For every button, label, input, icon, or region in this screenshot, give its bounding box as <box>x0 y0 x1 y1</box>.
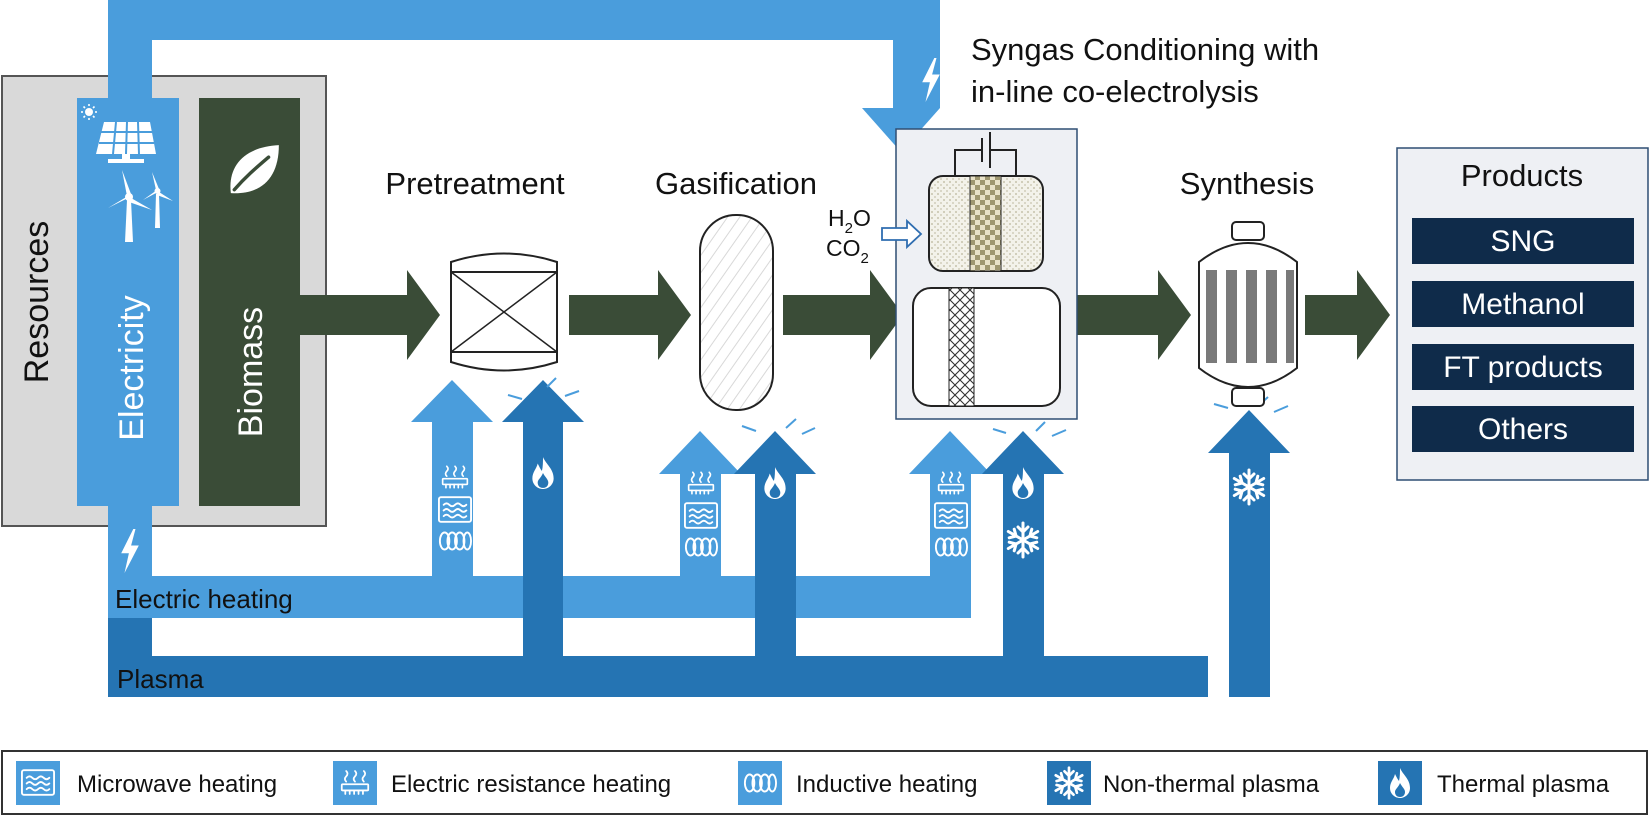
co2-label: CO2 <box>826 235 869 267</box>
conditioning-plasma-arrow <box>982 431 1064 697</box>
plasma-label: Plasma <box>117 664 204 694</box>
legend-label: Inductive heating <box>796 771 977 798</box>
legend-item-thermal: Thermal plasma <box>1378 761 1610 805</box>
pretreatment-reactor <box>450 252 558 372</box>
products-title: Products <box>1461 158 1583 193</box>
product-box <box>1412 218 1634 264</box>
synthesis-to-products-arrow <box>1305 270 1390 360</box>
product-box <box>1412 344 1634 390</box>
product-label: FT products <box>1443 351 1603 384</box>
conditioning-to-synthesis-arrow <box>1070 270 1191 360</box>
gasification-spark-icon <box>741 418 816 435</box>
product-label: Methanol <box>1461 288 1584 321</box>
legend-label: Thermal plasma <box>1437 771 1610 798</box>
biomass-label: Biomass <box>232 307 270 437</box>
legend-label: Non-thermal plasma <box>1103 771 1320 798</box>
product-box <box>1412 281 1634 327</box>
legend-box <box>1 750 1648 815</box>
gasification-plasma-arrow <box>734 431 816 697</box>
pretreatment-label: Pretreatment <box>385 166 565 201</box>
product-box <box>1412 406 1634 452</box>
legend-label: Microwave heating <box>77 771 277 798</box>
pretreatment-plasma-arrow <box>502 380 584 697</box>
legend-label: Electric resistance heating <box>391 771 671 798</box>
legend-item-inductive: Inductive heating <box>738 761 977 805</box>
solar-panel-icon <box>81 104 156 163</box>
conditioning-electric-arrow <box>909 431 991 618</box>
synthesis-reactor <box>1198 221 1298 407</box>
resources-label: Resources <box>18 221 56 384</box>
electric-heating-label: Electric heating <box>115 584 293 614</box>
pretreatment-to-gasification-arrow <box>569 270 691 360</box>
h2o-label: H2O <box>828 205 871 237</box>
pretreatment-electric-arrow <box>411 380 493 618</box>
product-label: SNG <box>1490 225 1555 258</box>
electrolysis-cell <box>928 132 1044 272</box>
legend-item-microwave: Microwave heating <box>16 761 277 805</box>
conditioning-reactor <box>912 287 1061 407</box>
plasma-bus <box>108 618 1208 697</box>
legend-swatch <box>333 761 377 805</box>
gasification-electric-arrow <box>659 431 741 618</box>
conditioning-label-line2: in-line co-electrolysis <box>971 74 1259 109</box>
gasification-to-conditioning-arrow <box>783 270 903 360</box>
gasification-label: Gasification <box>655 166 817 201</box>
legend-item-resistance: Electric resistance heating <box>333 761 671 805</box>
electricity-label: Electricity <box>113 295 151 440</box>
product-label: Others <box>1478 413 1568 446</box>
conditioning-spark-icon <box>992 421 1067 437</box>
gasification-reactor <box>699 214 774 411</box>
synthesis-label: Synthesis <box>1180 166 1314 201</box>
synthesis-plasma-arrow <box>1208 410 1290 697</box>
h2o-co2-input-arrow <box>881 218 923 250</box>
electricity-column <box>77 98 179 506</box>
wind-turbine-icon <box>108 170 173 242</box>
legend-item-nonthermal: Non-thermal plasma <box>1047 761 1320 805</box>
conditioning-label-line1: Syngas Conditioning with <box>971 32 1319 67</box>
pretreatment-spark-icon <box>507 377 580 400</box>
products-list: SNG Methanol FT products Others <box>1412 218 1634 452</box>
biomass-to-pretreatment-arrow <box>300 270 440 360</box>
